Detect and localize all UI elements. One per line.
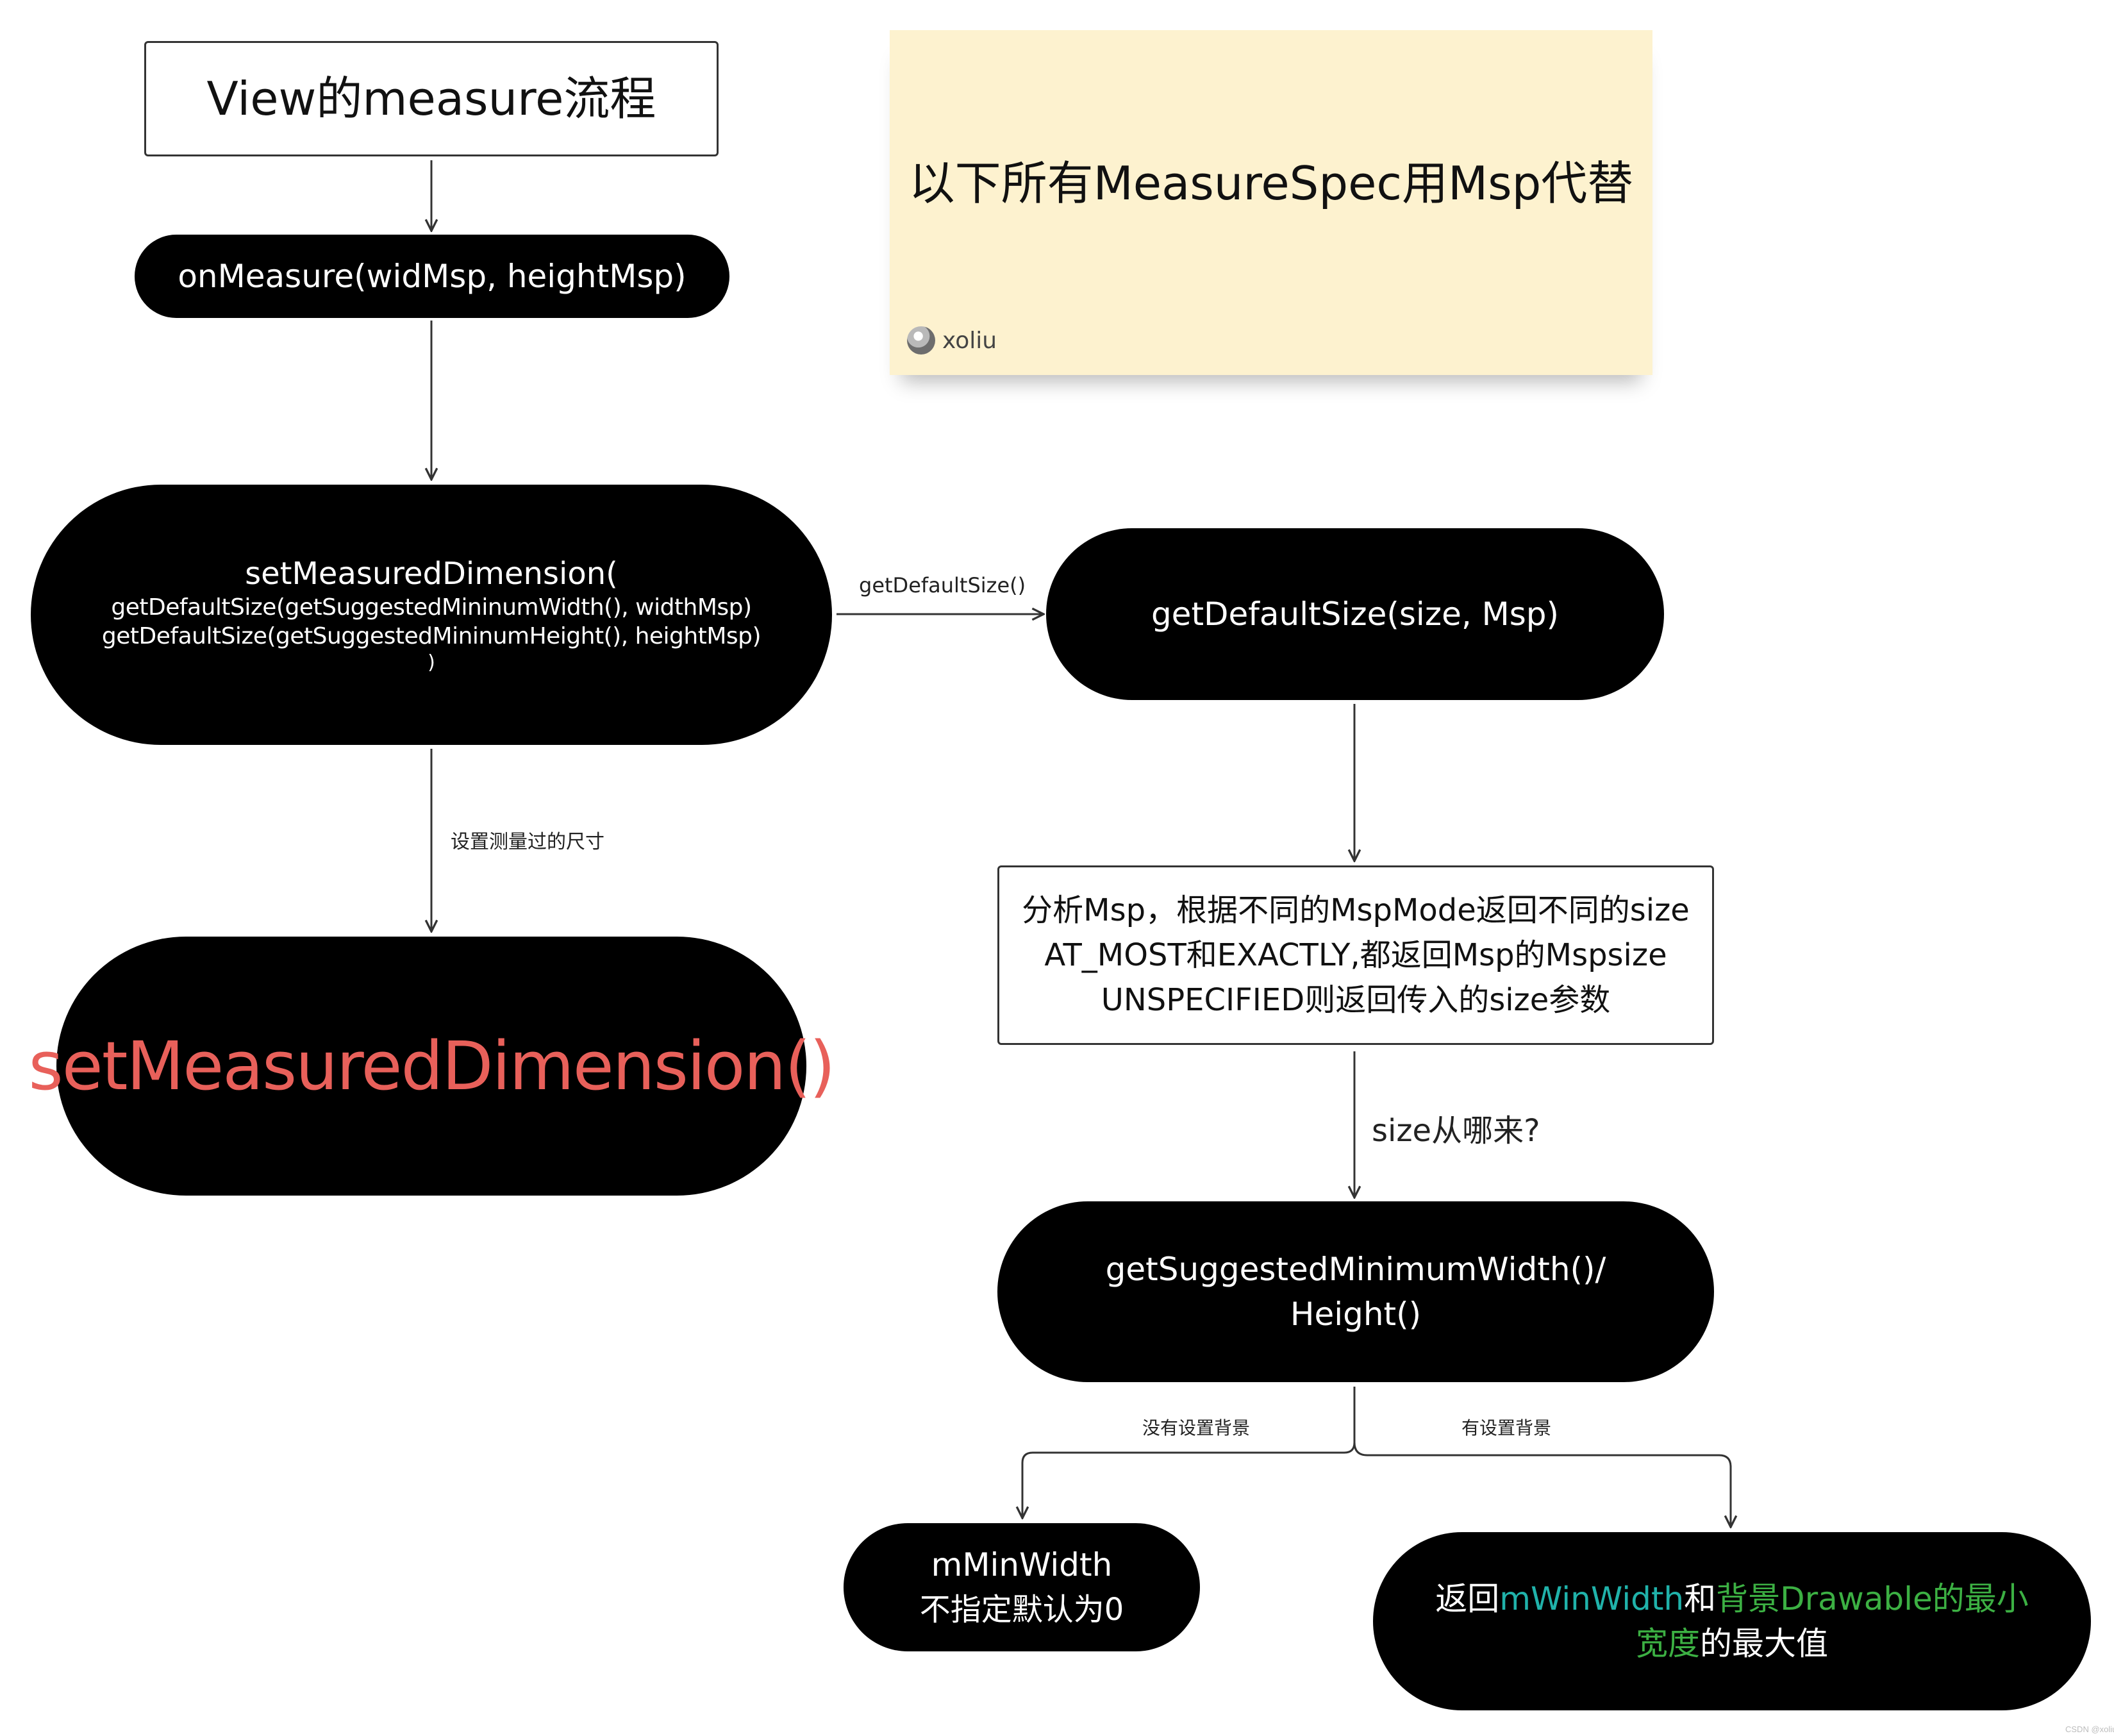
set-measured-call-line2: getDefaultSize(getSuggestedMininumWidth(… [111,594,752,621]
set-measured-dimension-call-node: setMeasuredDimension( getDefaultSize(get… [31,485,832,745]
analyze-msp-box: 分析Msp，根据不同的MspMode返回不同的size AT_MOST和EXAC… [997,865,1714,1045]
author-avatar-icon [907,326,935,355]
min-width-line2: 不指定默认为0 [919,1592,1124,1628]
get-default-size-label: getDefaultSize(size, Msp) [1151,595,1560,633]
max-width-text-max: 的最大值 [1700,1625,1828,1662]
max-width-text-mwinwidth: mWinWidth [1499,1580,1685,1617]
get-suggested-line2: Height() [1290,1296,1422,1333]
max-width-text-return: 返回 [1435,1580,1500,1617]
get-suggested-line1: getSuggestedMinimumWidth()/ [1105,1251,1606,1288]
sticky-note-text: 以下所有MeasureSpec用Msp代替 [908,156,1634,210]
edge-label-size-source: size从哪来? [1372,1113,1540,1149]
max-width-text-width: 宽度 [1636,1625,1700,1662]
min-width-line1: mMinWidth [931,1546,1113,1583]
max-width-node: 返回mWinWidth和背景Drawable的最小 宽度的最大值 [1373,1532,2091,1710]
set-measured-call-line3: getDefaultSize(getSuggestedMininumHeight… [101,623,762,650]
set-measured-call-line4: ) [428,651,435,674]
edge-suggested-to-maxwidth [1353,1442,1731,1527]
edge-label-get-default-size: getDefaultSize() [859,573,1026,597]
set-measured-dimension-result-node: setMeasuredDimension() [29,937,835,1196]
sticky-note: 以下所有MeasureSpec用Msp代替 xoliu [890,30,1652,375]
min-width-node: mMinWidth 不指定默认为0 [844,1523,1200,1651]
max-width-text-drawable: 背景Drawable的最小 [1716,1580,2029,1617]
onmeasure-node: onMeasure(widMsp, heightMsp) [135,235,729,318]
edge-suggested-to-minwidth [1022,1387,1356,1518]
analyze-msp-line3: UNSPECIFIED则返回传入的size参数 [1101,982,1611,1018]
edge-label-has-background: 有设置背景 [1461,1417,1552,1439]
max-width-line1: 返回mWinWidth和背景Drawable的最小 [1435,1576,2029,1621]
title-box: View的measure流程 [144,41,719,156]
author-name: xoliu [942,328,997,354]
max-width-text-and: 和 [1684,1580,1717,1617]
get-default-size-node: getDefaultSize(size, Msp) [1046,528,1664,700]
set-measured-result-label: setMeasuredDimension() [28,1027,836,1105]
diagram-title: View的measure流程 [206,72,656,126]
analyze-msp-line1: 分析Msp，根据不同的MspMode返回不同的size [1022,892,1690,928]
set-measured-call-line1: setMeasuredDimension( [245,556,618,592]
onmeasure-label: onMeasure(widMsp, heightMsp) [178,257,687,295]
get-suggested-minimum-node: getSuggestedMinimumWidth()/ Height() [997,1201,1714,1382]
analyze-msp-line2: AT_MOST和EXACTLY,都返回Msp的Mspsize [1044,937,1667,973]
watermark: CSDN @xoliu [2065,1724,2114,1734]
max-width-line2: 宽度的最大值 [1636,1621,1828,1666]
edge-label-set-measured-size: 设置测量过的尺寸 [451,831,604,853]
edge-label-no-background: 没有设置背景 [1142,1417,1251,1439]
